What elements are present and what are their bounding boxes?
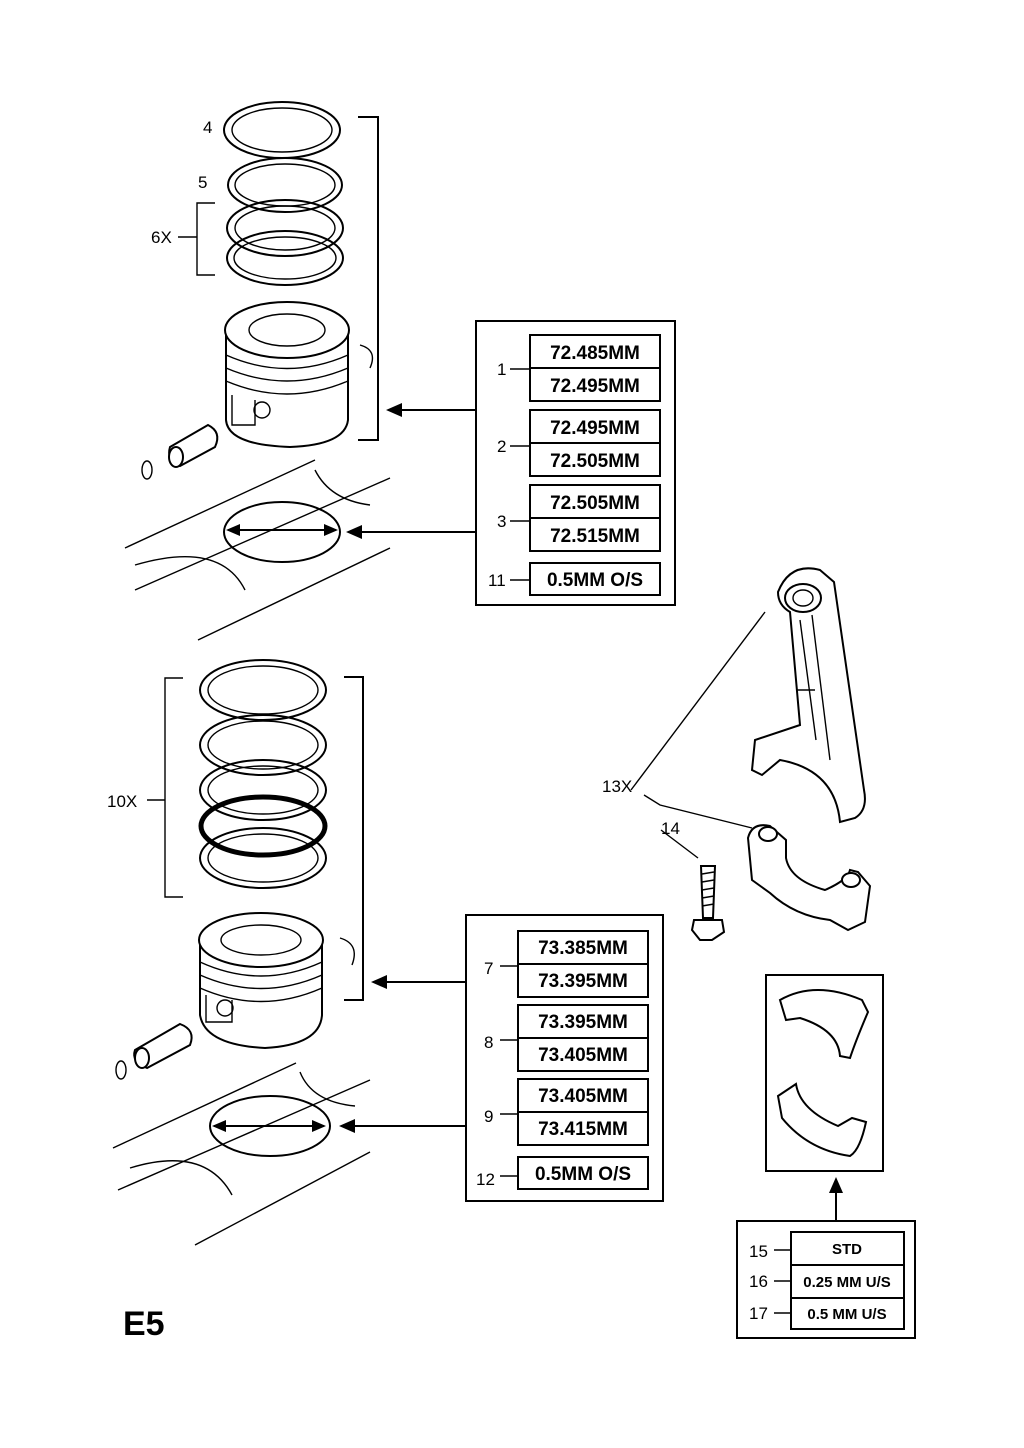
bearing-17-label: 0.5 MM U/S: [807, 1306, 886, 1323]
bearing-15-label: STD: [832, 1241, 862, 1258]
upper-cylinder-block: [124, 459, 391, 641]
ring-set-bracket: [178, 202, 215, 276]
cap-leader: [643, 794, 753, 829]
size-ref-12: 12: [476, 1170, 495, 1189]
lower-piston: [198, 912, 324, 1050]
size-7-min: 73.385MM: [538, 938, 628, 959]
upper-size-group-1: 1 72.485MM 72.495MM: [497, 334, 661, 402]
size-ref-3: 3: [497, 512, 506, 531]
size-11-value: 0.5MM O/S: [547, 570, 643, 591]
lower-piston-pin: [115, 937, 355, 1080]
bearing-row-17: 17 0.5 MM U/S: [749, 1297, 905, 1330]
upper-size-table: [475, 320, 676, 606]
upper-size-group-11: 11 0.5MM O/S: [488, 562, 661, 596]
callout-13x: 13X: [602, 777, 632, 796]
size-8-min: 73.395MM: [538, 1012, 628, 1033]
connecting-rod-cap: [746, 824, 872, 932]
upper-piston-pin: [141, 344, 374, 480]
callout-4: 4: [203, 118, 212, 137]
size-1-min: 72.485MM: [550, 343, 640, 364]
size-9-max: 73.415MM: [538, 1119, 628, 1140]
connecting-rod: [750, 567, 866, 824]
connecting-rod-bolt: [660, 829, 726, 941]
lower-bore-arrowheads: [212, 1120, 326, 1132]
size-3-max: 72.515MM: [550, 526, 640, 547]
size-9-min: 73.405MM: [538, 1086, 628, 1107]
bearing-size-table: [736, 1220, 916, 1339]
upper-bore-arrowheads: [226, 524, 338, 536]
bearing-row-15: 15 STD: [749, 1231, 905, 1266]
rod-leader: [630, 611, 766, 791]
size-1-max: 72.495MM: [550, 376, 640, 397]
upper-assembly-bracket: [358, 116, 379, 441]
lower-size-group-12: 12 0.5MM O/S: [476, 1156, 649, 1190]
lower-ring-set-bracket: [147, 677, 183, 898]
upper-piston: [224, 301, 350, 449]
size-7-max: 73.395MM: [538, 971, 628, 992]
lower-assembly-bracket: [344, 676, 364, 1001]
size-ref-9: 9: [484, 1107, 493, 1126]
upper-size-group-2: 2 72.495MM 72.505MM: [497, 409, 661, 477]
callout-6x: 6X: [151, 228, 172, 247]
upper-size-group-3: 3 72.505MM 72.515MM: [497, 484, 661, 552]
size-12-value: 0.5MM O/S: [535, 1164, 631, 1185]
size-3-min: 72.505MM: [550, 493, 640, 514]
callout-14: 14: [661, 819, 680, 838]
lower-size-group-9: 9 73.405MM 73.415MM: [484, 1078, 649, 1146]
lower-piston-rings: [198, 659, 328, 889]
bearing-ref-15: 15: [749, 1242, 768, 1261]
size-2-min: 72.495MM: [550, 418, 640, 439]
bearing-ref-16: 16: [749, 1272, 768, 1291]
size-8-max: 73.405MM: [538, 1045, 628, 1066]
bearing-16-label: 0.25 MM U/S: [803, 1274, 891, 1291]
page-code: E5: [123, 1305, 165, 1343]
lower-size-table: [465, 914, 664, 1202]
lower-size-group-7: 7 73.385MM 73.395MM: [484, 930, 649, 998]
size-ref-8: 8: [484, 1033, 493, 1052]
bearing-row-16: 16 0.25 MM U/S: [749, 1264, 905, 1299]
lower-cylinder-block: [112, 1062, 371, 1246]
bearing-shells-box: [765, 974, 884, 1172]
bearing-shell-upper: [778, 989, 870, 1060]
size-ref-2: 2: [497, 437, 506, 456]
lower-size-group-8: 8 73.395MM 73.405MM: [484, 1004, 649, 1072]
size-2-max: 72.505MM: [550, 451, 640, 472]
size-ref-7: 7: [484, 959, 493, 978]
size-ref-11: 11: [488, 571, 506, 590]
upper-piston-rings: [223, 101, 344, 286]
bearing-ref-17: 17: [749, 1304, 768, 1323]
bearing-shell-lower: [776, 1082, 868, 1158]
callout-5: 5: [198, 173, 207, 192]
callout-10x: 10X: [107, 792, 137, 811]
size-ref-1: 1: [497, 360, 506, 379]
